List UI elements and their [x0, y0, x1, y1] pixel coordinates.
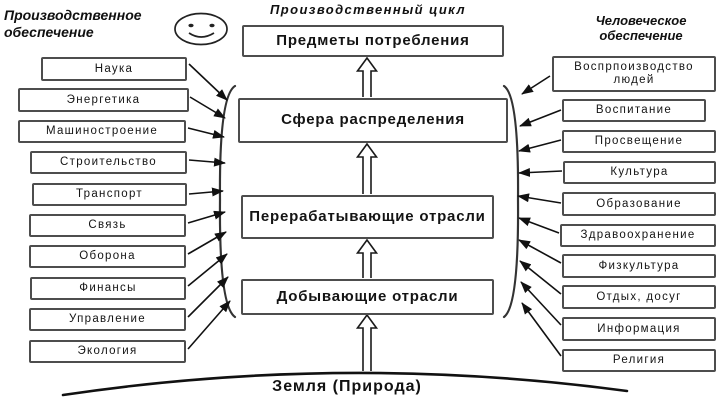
node-extractive-industries: Добывающие отрасли — [241, 279, 494, 315]
arrow — [518, 139, 562, 153]
node-education: Образование — [562, 192, 716, 216]
node-physical-culture: Физкультура — [562, 254, 716, 278]
arrow — [517, 193, 562, 204]
arrow — [188, 187, 224, 197]
node-religion: Религия — [562, 349, 716, 372]
node-management: Управление — [29, 308, 186, 331]
arrow — [187, 231, 227, 255]
node-leisure: Отдых, досуг — [562, 285, 716, 309]
node-information: Информация — [562, 317, 716, 341]
node-distribution-sphere: Сфера распределения — [238, 98, 508, 143]
arrow — [518, 167, 563, 177]
arrow — [519, 260, 562, 295]
node-science: Наука — [41, 57, 187, 81]
node-finance: Финансы — [30, 277, 186, 300]
arrow — [521, 75, 551, 95]
up-arrow-icon — [355, 56, 379, 97]
node-consumption-goods: Предметы потребления — [242, 25, 504, 57]
arrow — [187, 276, 229, 318]
arrow — [188, 157, 226, 167]
node-machinery: Машиностроение — [18, 120, 186, 143]
ground-arc — [61, 371, 629, 397]
node-ecology: Экология — [29, 340, 186, 363]
up-arrow-icon — [355, 313, 379, 371]
node-defense: Оборона — [29, 245, 186, 268]
ground-label: Земля (Природа) — [272, 378, 422, 395]
node-communication: Связь — [29, 214, 186, 237]
arrow — [189, 96, 226, 119]
right-arrows — [517, 75, 563, 357]
arrow — [521, 302, 562, 357]
node-healthcare: Здравоохранение — [560, 224, 716, 247]
left-arrows — [187, 63, 231, 350]
cycle-up-arrows — [355, 56, 379, 371]
node-energy: Энергетика — [18, 88, 189, 112]
arrow — [187, 210, 226, 224]
node-culture: Культура — [563, 161, 716, 184]
left-column-heading: Производственное обеспечение — [4, 7, 142, 40]
node-enlightenment: Просвещение — [562, 130, 716, 153]
up-arrow-icon — [355, 142, 379, 194]
node-upbringing: Воспитание — [562, 99, 706, 122]
cycle-heading: Производственный цикл — [270, 2, 466, 17]
arrow — [187, 253, 228, 287]
node-reproduction: Воспрпоизводство людей — [552, 56, 716, 92]
node-transport: Транспорт — [32, 183, 187, 206]
right-column-heading: Человеческое обеспечение — [595, 13, 687, 44]
node-construction: Строительство — [30, 151, 187, 174]
arrow — [187, 127, 225, 139]
arrow — [520, 281, 562, 326]
up-arrow-icon — [355, 238, 379, 278]
smiley-face-icon — [174, 12, 228, 46]
arrow — [188, 63, 228, 101]
arrow — [518, 217, 560, 234]
arrow — [518, 239, 562, 264]
node-processing-industries: Перерабатывающие отрасли — [241, 195, 494, 239]
arrow — [519, 109, 562, 127]
arrow — [187, 300, 231, 350]
